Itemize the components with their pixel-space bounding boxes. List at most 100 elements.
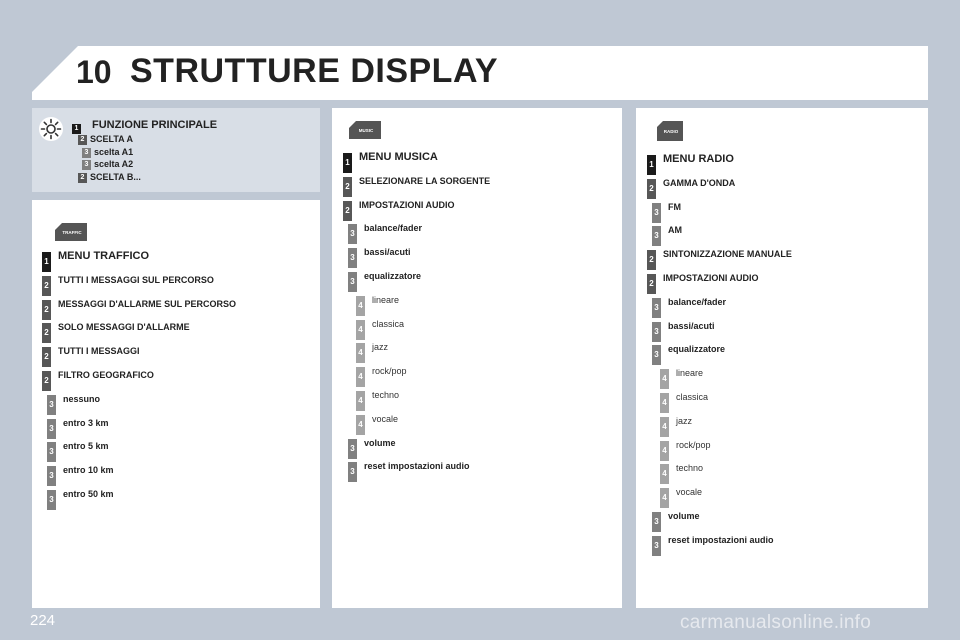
- header-banner: [32, 46, 928, 100]
- level-badge: 1: [42, 252, 51, 272]
- radio-panel: [636, 108, 928, 608]
- traffic-menu-item-label: TUTTI I MESSAGGI: [58, 346, 140, 357]
- music-menu-item-label: vocale: [372, 413, 399, 424]
- traffic-menu-item-label: entro 5 km: [63, 441, 109, 452]
- radio-icon: RADIO: [657, 121, 683, 141]
- level-badge: 4: [660, 440, 669, 461]
- level-badge: 2: [42, 371, 51, 391]
- traffic-menu-item-label: FILTRO GEOGRAFICO: [58, 370, 154, 380]
- music-panel: [332, 108, 622, 608]
- level-badge: 3: [47, 466, 56, 487]
- music-menu-item-label: jazz: [372, 342, 389, 353]
- page-number: 224: [30, 612, 56, 629]
- music-menu-item-label: balance/fader: [364, 223, 423, 234]
- radio-menu-item-label: IMPOSTAZIONI AUDIO: [663, 273, 759, 283]
- level-badge: 3: [47, 442, 56, 463]
- level-badge: 3: [47, 490, 56, 510]
- level-badge: 2: [343, 176, 352, 197]
- level-badge: 2: [647, 178, 656, 199]
- music-menu-item-label: techno: [372, 390, 400, 400]
- level-badge: 2: [42, 275, 51, 296]
- traffic-menu-item-label: MESSAGGI D'ALLARME SUL PERCORSO: [58, 298, 236, 309]
- level-badge: 4: [660, 488, 669, 509]
- traffic-menu-item-label: MENU TRAFFICO: [58, 250, 150, 262]
- level-badge: 3: [348, 224, 357, 245]
- level-badge: 4: [356, 295, 365, 316]
- level-badge: 3: [47, 394, 56, 415]
- music-menu-item-label: volume: [364, 437, 396, 448]
- radio-menu-item-label: AM: [668, 225, 682, 236]
- traffic-menu-item-label: entro 3 km: [63, 417, 109, 428]
- music-icon: MUSIC: [349, 121, 381, 139]
- chapter-number: 10: [76, 54, 112, 90]
- legend-item-label: scelta A2: [94, 159, 134, 169]
- music-menu-item-label: lineare: [372, 294, 400, 305]
- radio-menu-item-label: MENU RADIO: [663, 153, 734, 165]
- radio-menu-item-label: vocale: [676, 487, 703, 498]
- level-badge: 4: [660, 393, 669, 413]
- level-badge: 4: [356, 319, 365, 340]
- legend-item-label: SCELTA A: [90, 134, 133, 144]
- legend-item-label: scelta A1: [94, 146, 134, 157]
- svg-text:MUSIC: MUSIC: [359, 128, 374, 133]
- radio-menu-item-label: techno: [676, 463, 704, 474]
- traffic-panel: [32, 200, 320, 608]
- traffic-menu-item-label: entro 10 km: [63, 465, 114, 476]
- level-badge: 3: [652, 202, 661, 223]
- music-menu-item-label: rock/pop: [372, 366, 407, 377]
- radio-menu-item-label: GAMMA D'ONDA: [663, 177, 736, 188]
- level-badge: 3: [652, 512, 661, 532]
- level-badge: 1: [72, 124, 81, 134]
- radio-menu-item-label: SINTONIZZAZIONE MANUALE: [663, 249, 792, 260]
- level-badge: 3: [652, 226, 661, 247]
- watermark: carmanualsonline.info: [680, 612, 872, 633]
- level-badge: 2: [647, 274, 656, 294]
- music-menu-item-label: reset impostazioni audio: [364, 461, 470, 472]
- traffic-icon: TRAFFIC: [55, 223, 87, 241]
- traffic-menu-item-label: TUTTI I MESSAGGI SUL PERCORSO: [58, 274, 214, 285]
- level-badge: 1: [343, 153, 352, 173]
- radio-menu-item-label: lineare: [676, 368, 704, 379]
- level-badge: 4: [660, 369, 669, 390]
- level-badge: 2: [42, 299, 51, 320]
- level-badge: 4: [356, 414, 365, 435]
- music-menu-item-label: bassi/acuti: [364, 247, 411, 258]
- music-menu-item-label: IMPOSTAZIONI AUDIO: [359, 199, 455, 210]
- level-badge: 2: [78, 135, 87, 145]
- page-title: STRUTTURE DISPLAY: [130, 52, 499, 90]
- music-menu-item-label: SELEZIONARE LA SORGENTE: [359, 175, 491, 186]
- level-badge: 3: [348, 462, 357, 483]
- svg-text:RADIO: RADIO: [664, 129, 679, 134]
- radio-menu-item-label: equalizzatore: [668, 344, 726, 355]
- level-badge: 3: [47, 418, 56, 439]
- radio-menu-item-label: jazz: [676, 415, 693, 426]
- level-badge: 3: [82, 147, 91, 158]
- radio-menu-item-label: bassi/acuti: [668, 320, 715, 331]
- level-badge: 3: [652, 535, 661, 556]
- level-badge: 2: [343, 200, 352, 221]
- radio-menu-item-label: balance/fader: [668, 296, 727, 307]
- legend-item-label: SCELTA B...: [90, 171, 141, 182]
- traffic-menu-item-label: entro 50 km: [63, 489, 114, 499]
- radio-menu-item-label: reset impostazioni audio: [668, 534, 774, 545]
- level-badge: 3: [652, 321, 661, 342]
- level-badge: 4: [356, 367, 365, 388]
- level-badge: 1: [647, 155, 656, 175]
- level-badge: 3: [348, 272, 357, 292]
- level-badge: 4: [356, 343, 365, 364]
- music-menu-item-label: equalizzatore: [364, 271, 422, 281]
- legend-title: FUNZIONE PRINCIPALE: [92, 119, 218, 131]
- level-badge: 4: [356, 391, 365, 411]
- level-badge: 2: [42, 323, 51, 344]
- radio-menu-item-label: FM: [668, 201, 681, 212]
- level-badge: 3: [348, 248, 357, 269]
- level-badge: 2: [78, 172, 87, 183]
- level-badge: 3: [82, 160, 91, 170]
- radio-menu-item-label: rock/pop: [676, 439, 711, 450]
- radio-menu-item-label: volume: [668, 511, 700, 521]
- traffic-menu-item-label: SOLO MESSAGGI D'ALLARME: [58, 322, 190, 333]
- display-sun-icon: [39, 117, 63, 141]
- level-badge: 3: [652, 345, 661, 366]
- level-badge: 4: [660, 416, 669, 437]
- level-badge: 2: [42, 347, 51, 368]
